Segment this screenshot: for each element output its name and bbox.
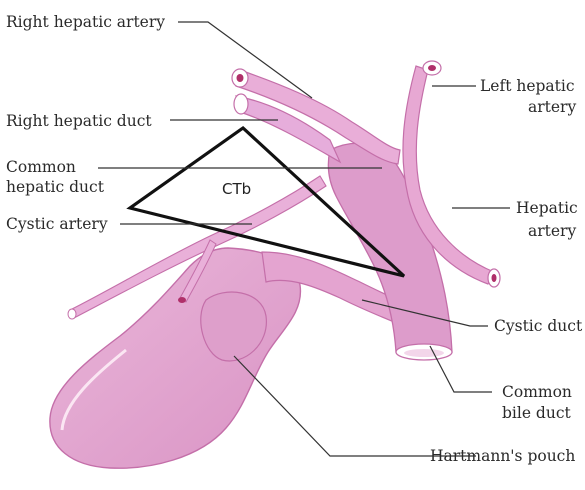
label-common-bile-duct-line1: Common <box>502 383 572 401</box>
label-cystic-duct: Cystic duct <box>494 317 583 335</box>
label-left-hepatic-artery-line2: artery <box>528 98 576 116</box>
label-common-hepatic-duct-line2: hepatic duct <box>6 178 105 196</box>
hepatic-artery-lumen <box>492 274 497 282</box>
cystic-artery-branch-lumen <box>178 297 186 303</box>
label-cystic-artery: Cystic artery <box>6 215 108 233</box>
right-hepatic-duct-opening <box>234 94 248 114</box>
label-hepatic-artery-line1: Hepatic <box>516 199 578 217</box>
common-bile-duct-lumen <box>404 349 444 357</box>
cystic-artery-end <box>68 309 76 319</box>
left-hepatic-artery-lumen <box>428 65 436 71</box>
label-hartmanns-pouch: Hartmann's pouch <box>430 447 575 465</box>
label-right-hepatic-artery: Right hepatic artery <box>6 13 165 31</box>
label-left-hepatic-artery-line1: Left hepatic <box>480 77 575 95</box>
label-common-bile-duct-line2: bile duct <box>502 404 572 422</box>
right-hepatic-artery-lumen <box>237 74 244 82</box>
label-common-hepatic-duct-line1: Common <box>6 158 76 176</box>
gallbladder <box>50 248 301 468</box>
label-right-hepatic-duct: Right hepatic duct <box>6 112 152 130</box>
ctb-label: CTb <box>222 180 251 198</box>
label-hepatic-artery-line2: artery <box>528 222 576 240</box>
leader-hartmanns-pouch <box>234 356 476 456</box>
